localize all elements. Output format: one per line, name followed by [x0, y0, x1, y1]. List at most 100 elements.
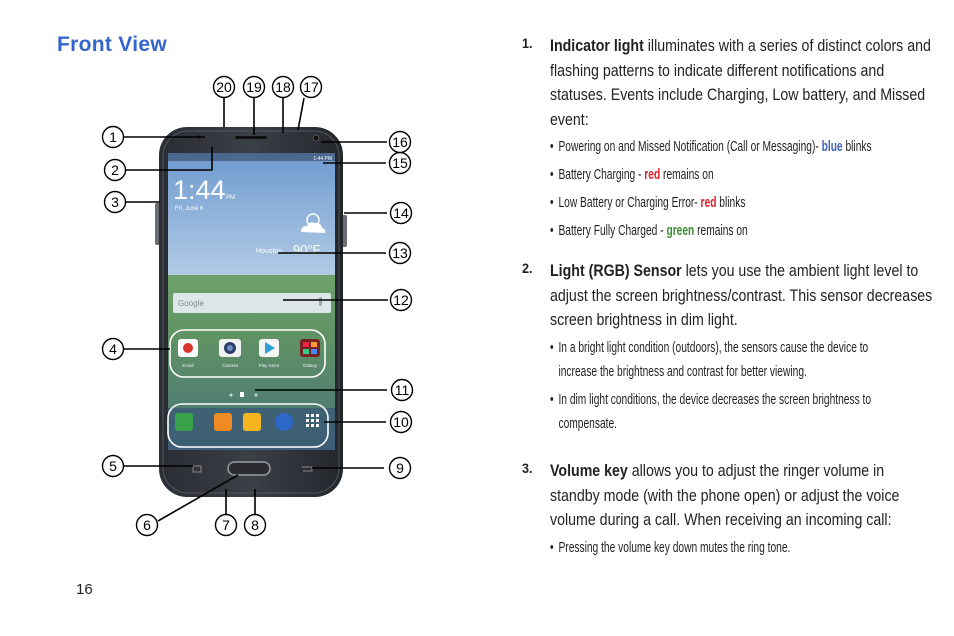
- feature-number: 3.: [522, 460, 533, 476]
- bullet-text: Battery Fully Charged -: [558, 223, 667, 239]
- app-label: Galaxy: [303, 363, 318, 368]
- svg-text:6: 6: [143, 517, 151, 533]
- callout-10: 10: [389, 410, 413, 434]
- galaxy-apps-icon: [300, 339, 320, 357]
- google-search-label: Google: [178, 299, 204, 308]
- svg-text:2: 2: [111, 162, 119, 178]
- callout-16: 16: [388, 130, 412, 154]
- app-label: Email: [182, 363, 193, 368]
- app-icons-highlight: [169, 329, 326, 378]
- bullet-dot: •: [550, 339, 554, 356]
- callout-13: 13: [388, 241, 412, 265]
- svg-text:3: 3: [111, 194, 119, 210]
- svg-text:12: 12: [393, 292, 409, 308]
- back-key: [302, 466, 313, 472]
- bullet-dot: •: [550, 167, 554, 183]
- callout-1: 1: [101, 125, 125, 149]
- phone-app-icon: [175, 413, 193, 431]
- earpiece: [235, 136, 267, 139]
- home-key: [227, 461, 271, 476]
- svg-text:11: 11: [395, 382, 410, 398]
- feature-description: Light (RGB) Sensor lets you use the ambi…: [550, 259, 937, 436]
- bullet-dot: •: [550, 195, 554, 211]
- svg-text:18: 18: [275, 79, 291, 95]
- bullet-dot: •: [550, 223, 554, 239]
- bullet-text: Battery Charging -: [558, 167, 645, 183]
- callout-14: 14: [389, 201, 413, 225]
- front-camera-lens: [312, 134, 320, 142]
- power-key: [342, 215, 347, 247]
- bullet-text: In dim light conditions, the device decr…: [558, 391, 872, 432]
- svg-text:4: 4: [109, 341, 117, 357]
- callout-15: 15: [388, 151, 412, 175]
- svg-text:5: 5: [109, 458, 117, 474]
- feature-number: 1.: [522, 35, 533, 51]
- svg-text:19: 19: [246, 79, 262, 95]
- svg-text:14: 14: [393, 205, 409, 221]
- google-search-bar: [173, 293, 331, 313]
- callout-7: 7: [214, 513, 238, 537]
- bullet-text-after: blinks: [716, 195, 746, 211]
- feature-description: Volume key allows you to adjust the ring…: [550, 459, 937, 560]
- bullet-text: In a bright light condition (outdoors), …: [558, 339, 869, 380]
- svg-text:17: 17: [303, 79, 319, 95]
- svg-text:1: 1: [109, 129, 117, 145]
- callout-3: 3: [103, 190, 127, 214]
- callout-17: 17: [299, 75, 323, 99]
- bullet-dot: •: [550, 139, 554, 155]
- status-time: 1:44 PM: [313, 156, 332, 162]
- callout-6: 6: [135, 513, 159, 537]
- feature-item: 1. Indicator light illuminates with a ser…: [522, 34, 954, 247]
- page-title: Front View: [57, 33, 167, 56]
- callout-18: 18: [271, 75, 295, 99]
- phone-front-diagram: 1:44 PM 1:44 PM Fri, June 6 Houston 90°F…: [101, 75, 414, 537]
- page-number: 16: [76, 581, 93, 598]
- callout-5: 5: [101, 454, 125, 478]
- led-color-word: green: [666, 223, 695, 239]
- messages-app-icon: [243, 413, 261, 431]
- app-label: Play Store: [259, 363, 280, 368]
- feature-item: 3. Volume key allows you to adjust the ri…: [522, 459, 954, 564]
- feature-term: Light (RGB) Sensor: [550, 262, 682, 280]
- led-color-word: red: [700, 195, 717, 211]
- svg-text:9: 9: [396, 460, 404, 476]
- clock-date: Fri, June 6: [175, 206, 204, 212]
- contacts-app-icon: [214, 413, 232, 431]
- feature-term: Indicator light: [550, 37, 644, 55]
- bullet-text: Powering on and Missed Notification (Cal…: [558, 139, 822, 155]
- weather-city: Houston: [256, 248, 282, 255]
- bullet-item: •Battery Charging - red remains on: [550, 163, 883, 187]
- svg-text:15: 15: [392, 155, 408, 171]
- bullet-dot: •: [550, 539, 554, 556]
- recent-apps-key: [192, 465, 202, 473]
- weather-icon: [301, 213, 326, 233]
- feature-description: Indicator light illuminates with a serie…: [550, 34, 937, 243]
- callout-8: 8: [243, 513, 267, 537]
- bullet-text: Pressing the volume key down mutes the r…: [558, 539, 791, 556]
- svg-text:10: 10: [393, 414, 409, 430]
- led-color-word: red: [644, 167, 661, 183]
- callout-19: 19: [242, 75, 266, 99]
- bullet-item: •Battery Fully Charged - green remains o…: [550, 219, 883, 243]
- bullet-text: Low Battery or Charging Error-: [558, 195, 701, 211]
- feature-text: lets you use the ambient light level to …: [550, 262, 933, 329]
- clock-time: 1:44: [173, 175, 226, 205]
- app-icons-row: [178, 339, 320, 357]
- feature-text: allows you to adjust the ringer volume i…: [550, 462, 900, 529]
- bullet-text-after: blinks: [842, 139, 872, 155]
- svg-text:16: 16: [392, 134, 408, 150]
- callout-12: 12: [389, 288, 413, 312]
- bullet-dot: •: [550, 391, 554, 408]
- svg-text:7: 7: [222, 517, 230, 533]
- bullet-item: •Low Battery or Charging Error- red blin…: [550, 191, 883, 215]
- callout-2: 2: [103, 158, 127, 182]
- bullet-text-after: remains on: [694, 223, 748, 239]
- clock-ampm: PM: [226, 195, 235, 201]
- weather-temp: 90°F: [293, 242, 321, 257]
- app-label: Camera: [222, 363, 239, 368]
- bullet-item: •Pressing the volume key down mutes the …: [550, 536, 883, 560]
- home-page-indicator: [240, 392, 244, 397]
- feature-term: Volume key: [550, 462, 628, 480]
- bullet-text-after: remains on: [660, 167, 714, 183]
- svg-text:20: 20: [216, 79, 232, 95]
